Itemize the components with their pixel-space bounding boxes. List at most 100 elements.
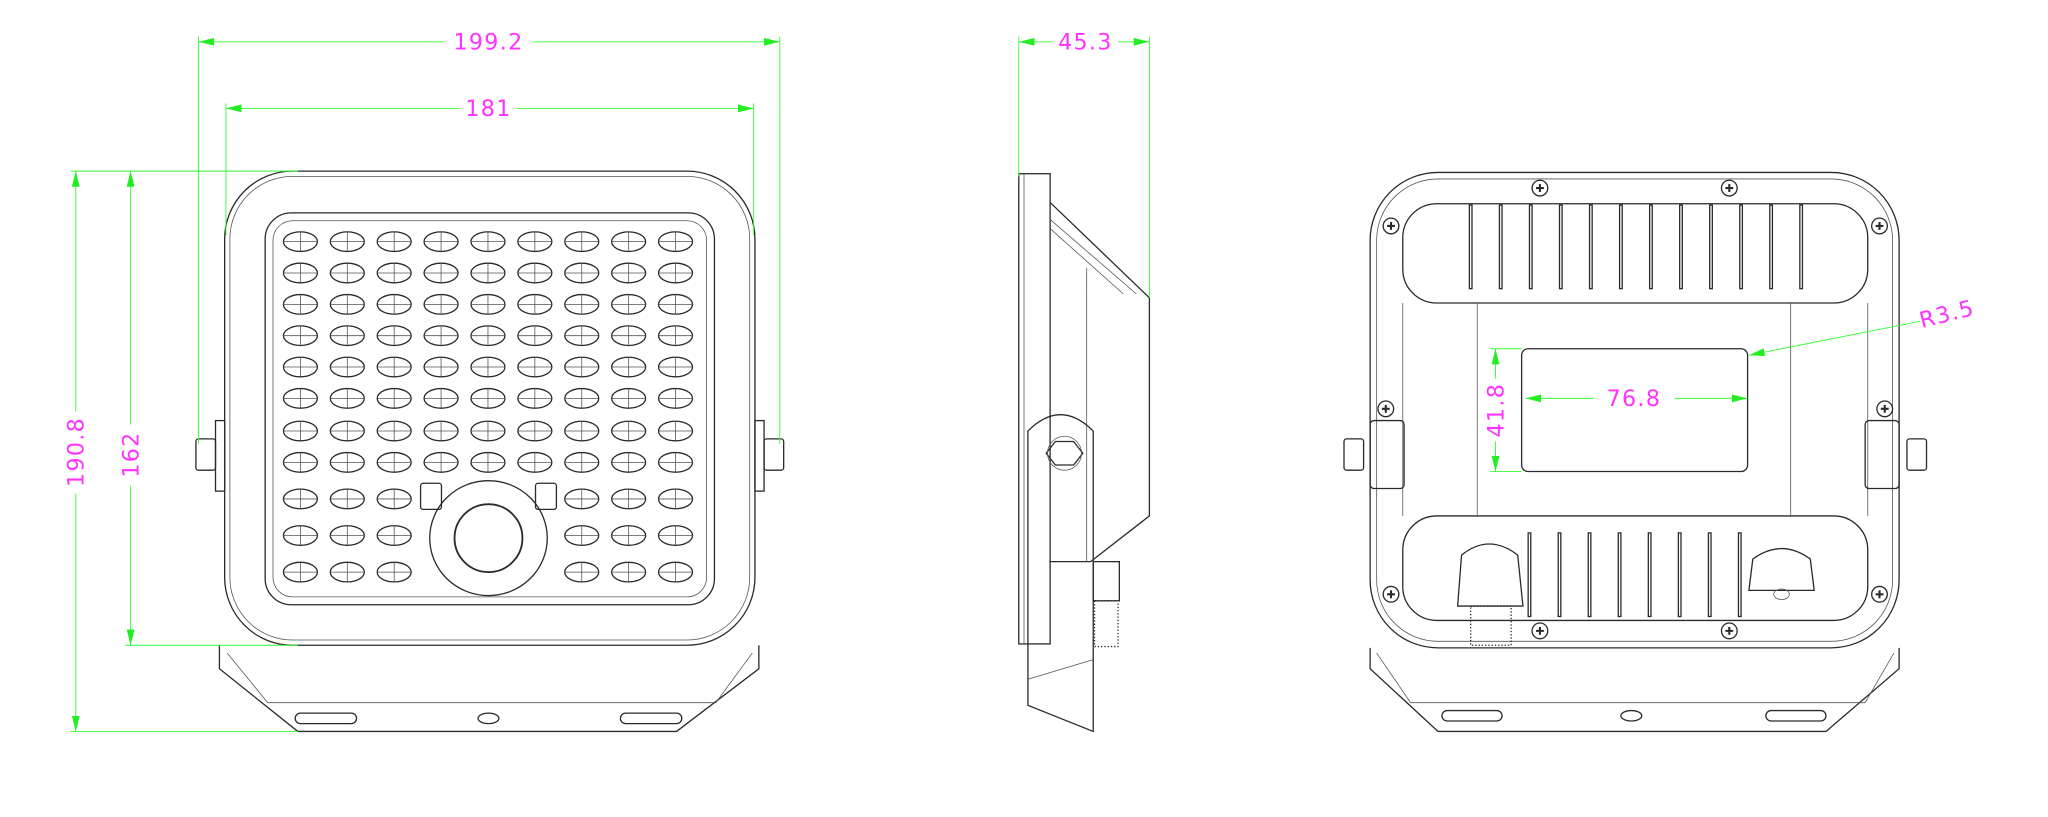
led-lens-icon: [376, 262, 412, 284]
led-lens-icon: [470, 356, 506, 378]
rear-bolt-left: [1343, 438, 1365, 471]
cable-gland: [1456, 543, 1524, 607]
bolt-left: [195, 438, 217, 471]
side-bracket-arm: [1027, 414, 1094, 733]
led-lens-icon: [423, 420, 459, 442]
rear-dimensions: 76.8 41.8 R3.5: [1483, 295, 1978, 472]
fin: [1769, 204, 1774, 290]
side-front-plate: [1018, 173, 1051, 645]
front-body-inner: [229, 175, 751, 641]
dim-overall-width: 199.2: [453, 30, 523, 56]
led-lens-icon: [282, 356, 319, 378]
dim-depth: 45.3: [1058, 30, 1113, 56]
screw-icon: [1382, 217, 1400, 235]
side-connector: [1092, 560, 1120, 602]
led-lens-icon: [517, 325, 553, 347]
led-lens-icon: [611, 561, 647, 583]
screw-icon: [1377, 400, 1395, 418]
led-lens-icon: [611, 451, 647, 473]
led-lens-icon: [564, 488, 600, 510]
led-lens-icon: [611, 293, 647, 315]
led-lens-icon: [657, 325, 694, 347]
led-lens-icon: [517, 231, 553, 253]
fin: [1647, 532, 1652, 618]
led-lens-icon: [657, 262, 694, 284]
fin: [1737, 532, 1742, 618]
led-lens-icon: [376, 451, 412, 473]
led-lens-icon: [282, 325, 319, 347]
dim-corner-radius: R3.5: [1917, 295, 1978, 334]
led-lens-icon: [517, 420, 553, 442]
led-lens-icon: [517, 293, 553, 315]
dim-overall-height: 190.8: [64, 417, 90, 487]
screw-icon: [1871, 217, 1888, 235]
led-lens-icon: [423, 325, 459, 347]
led-lens-icon: [657, 525, 694, 546]
fin: [1648, 204, 1653, 290]
sensor-housing: [429, 480, 548, 597]
fin: [1588, 204, 1593, 290]
fin: [1618, 204, 1623, 290]
rear-bolt-right: [1906, 438, 1928, 471]
led-lens-icon: [611, 420, 647, 442]
led-panel-inner: [272, 220, 708, 598]
plug-cap: [1748, 548, 1815, 592]
led-lens-icon: [376, 356, 412, 378]
fin: [1617, 532, 1622, 618]
led-lens-icon: [470, 387, 506, 409]
led-lens-icon: [376, 293, 412, 315]
led-lens-icon: [517, 262, 553, 284]
led-lens-icon: [423, 262, 459, 284]
led-lens-icon: [282, 420, 319, 442]
front-bracket: [195, 419, 785, 733]
led-lens-icon: [470, 451, 506, 473]
led-lens-icon: [423, 387, 459, 409]
fin: [1707, 532, 1712, 618]
indicator-left: [419, 482, 443, 511]
led-lens-icon: [329, 231, 365, 253]
side-connector-thread: [1093, 600, 1119, 648]
led-lens-icon: [329, 293, 365, 315]
led-lens-icon: [611, 525, 647, 546]
label-area: [1520, 348, 1749, 473]
led-lens-icon: [611, 325, 647, 347]
fin: [1739, 204, 1744, 290]
led-lens-icon: [611, 488, 647, 510]
bottom-fin-area: [1402, 515, 1869, 622]
led-lens-icon: [329, 451, 365, 473]
led-lens-icon: [657, 488, 694, 510]
fin: [1679, 204, 1683, 290]
led-lens-icon: [282, 231, 319, 253]
led-lens-icon: [329, 262, 365, 284]
top-fin-area: [1402, 203, 1869, 304]
rear-view: [1343, 171, 1928, 733]
dim-label-height: 41.8: [1483, 383, 1509, 438]
front-dimensions: 199.2 181 190.8 162: [64, 30, 781, 732]
led-lens-icon: [657, 293, 694, 315]
led-lens-icon: [564, 262, 600, 284]
led-lens-icon: [423, 451, 459, 473]
front-body-outer: [223, 170, 756, 646]
screw-icon: [1871, 585, 1888, 603]
led-lens-icon: [329, 525, 365, 546]
fin: [1498, 204, 1503, 290]
hex-bolt-icon: [1045, 440, 1084, 466]
front-view: [195, 170, 785, 733]
led-lens-icon: [282, 293, 319, 315]
dim-body-height: 162: [118, 431, 144, 477]
bolt-right: [763, 438, 785, 471]
led-lens-icon: [470, 231, 506, 253]
fin: [1527, 532, 1532, 618]
screw-icon: [1382, 585, 1400, 603]
fin: [1528, 204, 1533, 290]
led-lens-icon: [329, 356, 365, 378]
led-lens-icon: [564, 561, 600, 583]
led-panel: [264, 212, 716, 606]
led-lens-icon: [329, 325, 365, 347]
screws: [1377, 179, 1894, 640]
led-lens-icon: [329, 488, 365, 510]
led-lens-icon: [564, 231, 600, 253]
rear-bracket-left: [1369, 419, 1405, 490]
led-lens-icon: [657, 451, 694, 473]
